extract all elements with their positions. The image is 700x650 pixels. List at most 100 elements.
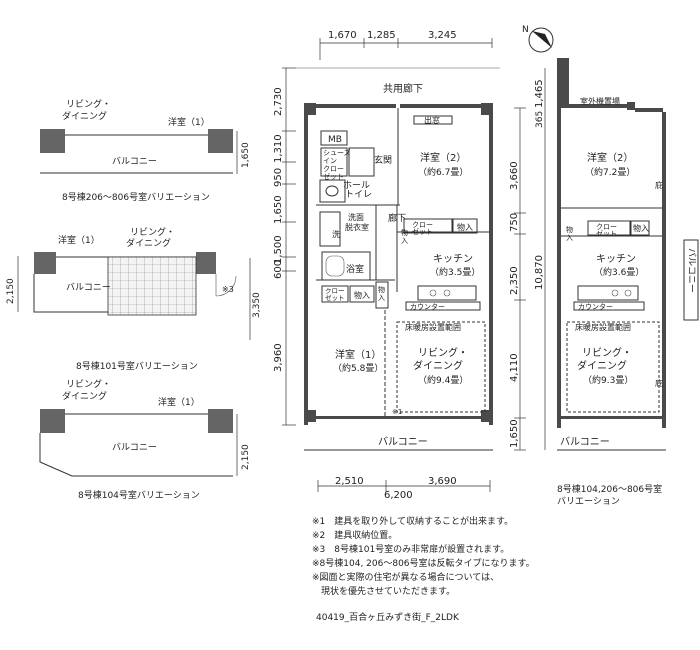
var3-dim: 2,150 <box>241 444 251 470</box>
dim-top-2: 1,285 <box>367 30 396 41</box>
right-kitchen-size: （約3.6畳） <box>594 266 644 278</box>
var2-living-label: リビング・ダイニング <box>126 226 175 249</box>
dim-left-2: 1,310 <box>273 134 284 163</box>
kitchen-size: （約3.5畳） <box>430 266 480 278</box>
toilet-label: トイレ <box>345 190 372 200</box>
var1-living-label: リビング・ダイニング <box>62 98 111 122</box>
storage2-label: 物入 <box>457 222 473 232</box>
dim-topright-2: 365 <box>535 111 545 128</box>
bedroom2-size: （約6.7畳） <box>418 166 468 178</box>
dim-right-1: 3,660 <box>509 161 520 190</box>
top-dimension-line: 1,670 1,285 3,245 <box>319 30 493 60</box>
var3-caption: 8号棟104号室バリエーション <box>78 489 200 501</box>
dim-bottom-1: 2,510 <box>335 476 364 487</box>
dim-left-6: 600 <box>273 260 284 279</box>
var3-room-label: 洋室（1） <box>158 396 200 408</box>
bathroom-label: 浴室 <box>346 263 364 275</box>
var3-balcony-label: バルコニー <box>112 442 157 453</box>
right-kitchen-label: キッチン <box>596 253 636 265</box>
dim-right-total: 10,870 <box>534 255 545 290</box>
variation-101: 洋室（1） リビング・ダイニング バルコニー ※3 2,150 3,350 8号… <box>6 226 262 372</box>
storage-small-label: 物入 <box>378 285 385 302</box>
right-floor-heating-label: 床暖房設置範囲 <box>575 322 631 332</box>
variation-104: リビング・ダイニング 洋室（1） バルコニー 2,150 8号棟104号室バリエ… <box>39 378 251 501</box>
dim-left-1: 2,730 <box>273 87 284 116</box>
right-dimension-line: 3,660 750 2,350 4,110 1,650 10,870 1,465… <box>509 68 546 451</box>
right-bedroom2-label: 洋室（2） <box>587 151 633 164</box>
shoes-closet-label: シューズインクローゼット <box>323 148 351 181</box>
note-1: ※1 建具を取り外して収納することが出来ます。 <box>312 517 514 527</box>
dim-topright-1: 1,465 <box>534 79 545 108</box>
entrance-label: 玄関 <box>374 154 392 166</box>
dim-bottom-total: 6,200 <box>384 490 413 501</box>
dim-left-4: 1,650 <box>273 195 284 224</box>
var3-living-label: リビング・ダイニング <box>62 378 111 402</box>
right-plan: 室外機置場 洋室（2） （約7.2畳） 庇 庇 クローゼット 物入 物入 キッチ… <box>557 58 699 507</box>
var1-dim: 1,650 <box>241 142 251 168</box>
compass: N <box>522 25 554 53</box>
right-living-size: （約9.3畳） <box>583 374 633 386</box>
bedroom1-size: （約5.8畳） <box>333 362 383 374</box>
note-6: 現状を優先させていただきます。 <box>312 587 456 597</box>
plan-code: 40419_百合ヶ丘みずき街_F_2LDK <box>316 613 459 623</box>
bottom-dimension-line: 2,510 3,690 6,200 <box>317 476 491 501</box>
var2-balcony-label: バルコニー <box>66 282 111 293</box>
bedroom1-label: 洋室（1） <box>335 348 381 361</box>
dim-top-1: 1,670 <box>328 30 357 41</box>
right-storage-label: 物入 <box>633 223 649 233</box>
dim-right-4: 4,110 <box>509 353 520 382</box>
var2-room-label: 洋室（1） <box>58 234 100 246</box>
corridor-label: 共用廊下 <box>383 82 423 95</box>
balcony-label: バルコニー <box>378 436 428 448</box>
right-storage2-label: 物入 <box>566 225 573 242</box>
note-3: ※3 8号棟101号室のみ非常扉が設置されます。 <box>312 545 510 555</box>
var2-dim-right: 3,350 <box>252 292 262 318</box>
living-size: （約9.4畳） <box>418 374 468 386</box>
counter-label: カウンター <box>410 302 445 311</box>
var1-room-label: 洋室（1） <box>168 116 210 128</box>
dim-left-3: 950 <box>273 168 284 187</box>
note-4: ※8号棟104, 206〜806号室は反転タイプになります。 <box>312 559 535 569</box>
right-balcony-label: バルコニー <box>560 436 610 448</box>
right-side-balcony-label: バルコニー <box>686 248 697 293</box>
compass-label: N <box>522 25 529 35</box>
variation-206-806: リビング・ダイニング 洋室（1） バルコニー 1,650 8号棟206〜806号… <box>40 98 251 203</box>
hall-label: ホール <box>343 180 370 191</box>
mb-label: MB <box>328 135 342 145</box>
outdoor-unit-label: 室外機置場 <box>580 96 620 106</box>
right-living-label: リビング・ダイニング <box>577 346 632 372</box>
left-dimension-line: 2,730 1,310 950 1,650 1,500 600 3,960 <box>273 67 296 426</box>
dim-left-7: 3,960 <box>273 343 284 372</box>
note-2: ※2 建具収納位置。 <box>312 531 398 541</box>
var1-balcony-label: バルコニー <box>112 156 157 167</box>
var2-caption: 8号棟101号室バリエーション <box>76 360 198 372</box>
note-mark-1: ※1 <box>392 408 402 416</box>
closet-small-label: クローゼット <box>325 287 345 302</box>
closet2-label: クローゼット <box>412 221 433 236</box>
dim-left-5: 1,500 <box>273 235 284 264</box>
hallway-label: 廊下 <box>388 212 406 224</box>
bay-window-label: 出窓 <box>424 115 440 125</box>
kitchen-label: キッチン <box>433 253 473 265</box>
right-counter-label: カウンター <box>578 302 613 311</box>
right-plan-caption: 8号棟104,206〜806号室バリエーション <box>557 483 662 507</box>
dim-right-5: 1,650 <box>509 419 520 448</box>
right-closet-label: クローゼット <box>596 223 617 238</box>
living-label: リビング・ダイニング <box>413 346 468 372</box>
note-5: ※図面と実際の住宅が異なる場合については、 <box>312 573 500 583</box>
washing-label: 洗 <box>332 229 340 239</box>
storage-label: 物入 <box>354 290 370 300</box>
floor-heating-label: 床暖房設置範囲 <box>405 322 461 332</box>
storage3-label: 物入 <box>401 228 408 245</box>
bedroom2-label: 洋室（2） <box>420 151 466 164</box>
main-plan: 共用廊下 MB シューズインクローゼット 玄関 ホール トイレ 廊下 <box>296 67 500 451</box>
right-bedroom2-size: （約7.2畳） <box>585 166 635 178</box>
dim-right-3: 2,350 <box>509 266 520 295</box>
dim-bottom-2: 3,690 <box>428 476 457 487</box>
dim-top-3: 3,245 <box>428 30 457 41</box>
var2-dim-left: 2,150 <box>6 278 16 304</box>
var1-caption: 8号棟206〜806号室バリエーション <box>62 191 210 203</box>
washroom-label: 洗面脱衣室 <box>345 212 369 232</box>
eave-label-1: 庇 <box>655 180 663 190</box>
